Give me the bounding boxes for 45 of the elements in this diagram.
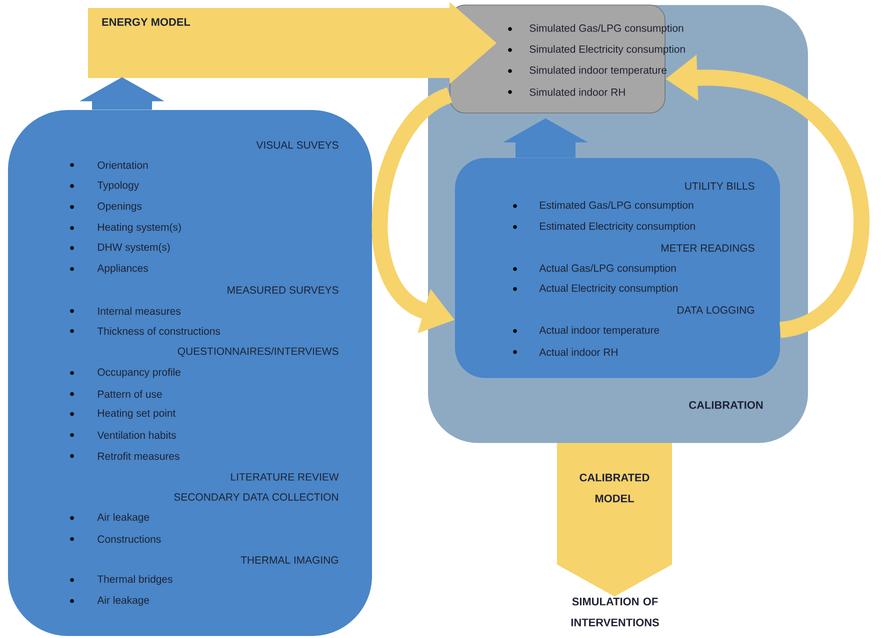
section-heading: UTILITY BILLS	[685, 182, 754, 190]
bullet-item: DHW system(s)	[70, 243, 170, 253]
section-heading: QUESTIONNAIRES/INTERVIEWS	[178, 347, 338, 357]
bullet-item: Appliances	[70, 264, 148, 274]
bullet-item: Actual indoor temperature	[513, 326, 660, 336]
node-label: ENERGY MODEL	[102, 18, 190, 26]
bullet-item: Thickness of constructions	[70, 327, 220, 335]
section-heading: THERMAL IMAGING	[240, 556, 338, 564]
bullet-item: Actual Gas/LPG consumption	[513, 264, 676, 274]
block-arrow	[503, 118, 588, 158]
section-heading: METER READINGS	[662, 244, 754, 252]
label-band: ENERGY MODEL	[88, 8, 420, 78]
bullet-item: Simulated indoor temperature	[508, 66, 666, 76]
bullet-item: Constructions	[70, 535, 161, 543]
panel-title: CALIBRATION	[689, 401, 763, 409]
section-heading: SECONDARY DATA COLLECTION	[174, 493, 338, 501]
section-heading: LITERATURE REVIEW	[231, 473, 339, 481]
section-heading: VISUAL SUVEYS	[256, 141, 338, 149]
block-arrow	[419, 2, 497, 84]
block-arrow	[80, 77, 164, 110]
section-heading: DATA LOGGING	[678, 306, 754, 314]
bullet-item: Heating set point	[70, 409, 176, 419]
bullet-item: Air leakage	[70, 513, 150, 523]
bullet-item: Estimated Electricity consumption	[513, 222, 695, 232]
bullet-item: Occupancy profile	[70, 368, 180, 378]
bullet-item: Openings	[70, 202, 142, 212]
block-arrow	[557, 554, 672, 596]
bullet-item: Estimated Gas/LPG consumption	[513, 201, 694, 211]
node-label: CALIBRATED MODEL	[580, 474, 650, 502]
bullet-item: Typology	[70, 181, 140, 191]
bullet-item: Ventilation habits	[70, 431, 176, 439]
bullet-item: Actual indoor RH	[513, 348, 618, 356]
bullet-item: Pattern of use	[70, 390, 162, 398]
section-heading: MEASURED SURVEYS	[228, 286, 338, 294]
bullet-item: Thermal bridges	[70, 575, 172, 585]
bullet-item: Simulated Electricity consumption	[508, 45, 685, 55]
bullet-item: Orientation	[70, 161, 148, 169]
bullet-item: Simulated Gas/LPG consumption	[508, 24, 684, 34]
bullet-item: Internal measures	[70, 307, 181, 315]
bullet-item: Heating system(s)	[70, 223, 181, 233]
result-label: SIMULATION OF INTERVENTIONS	[571, 598, 659, 626]
bullet-item: Actual Electricity consumption	[513, 284, 678, 294]
bullet-item: Retrofit measures	[70, 452, 180, 460]
bullet-item: Air leakage	[70, 596, 150, 606]
bullet-item: Simulated indoor RH	[508, 88, 625, 96]
